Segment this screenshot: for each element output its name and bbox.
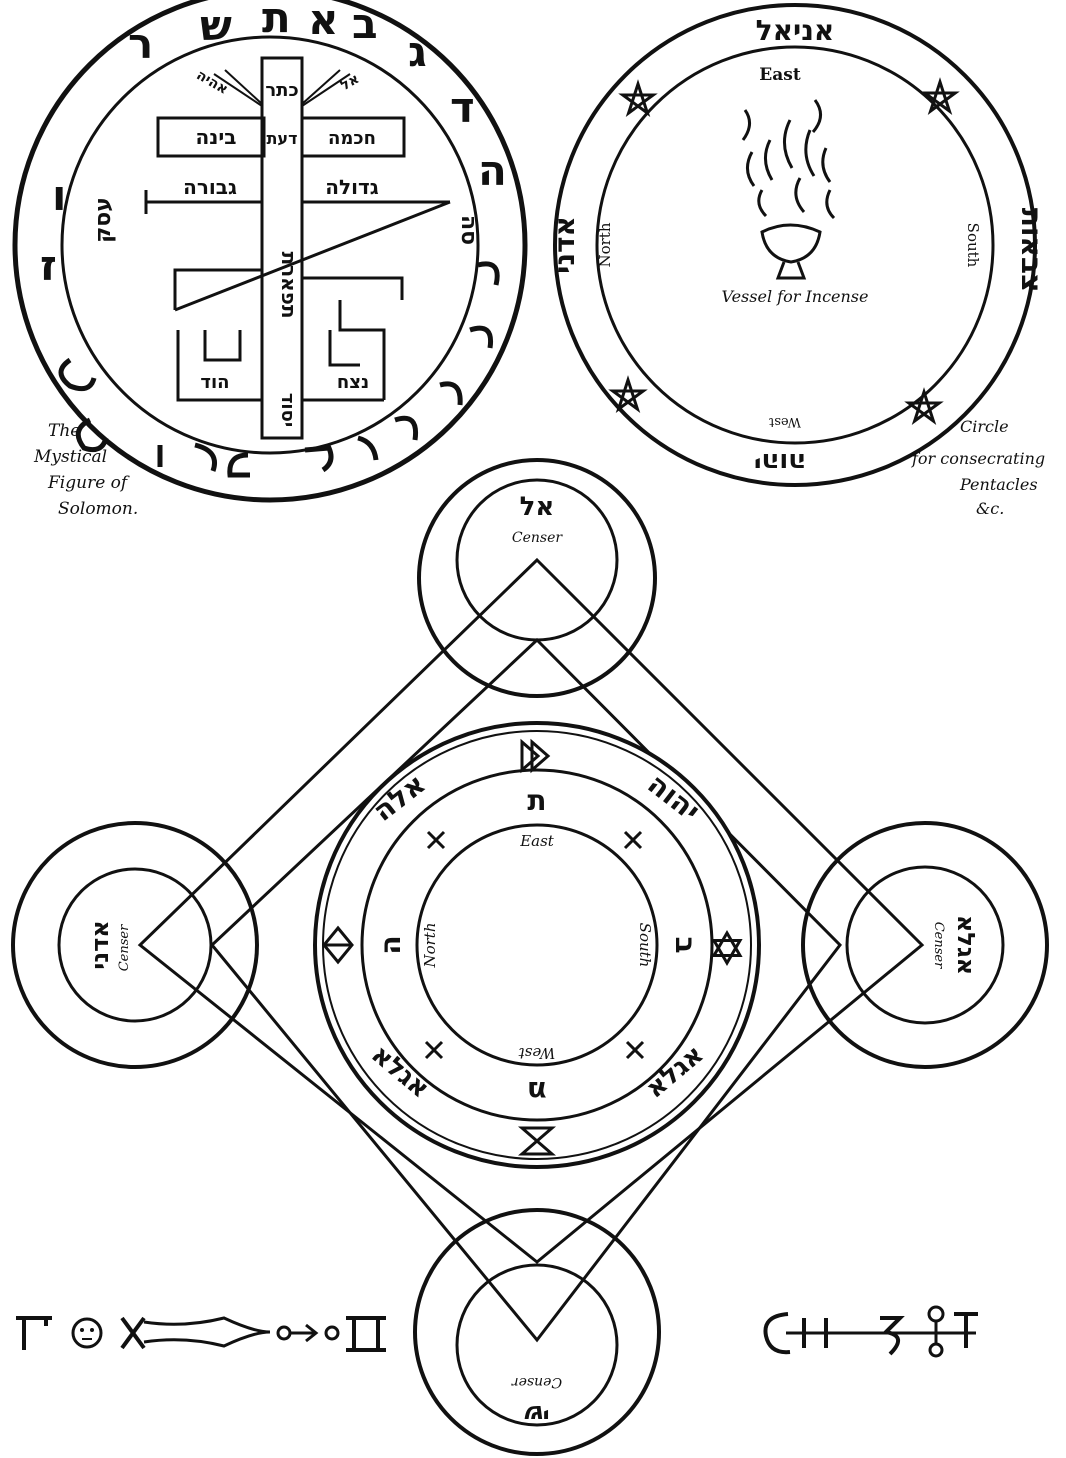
ring-letter: ת bbox=[262, 0, 291, 42]
consecrating-north: North bbox=[596, 222, 614, 267]
corner-right-label: אל bbox=[338, 71, 362, 94]
consecrating-east: East bbox=[759, 65, 801, 85]
letter-top: ת bbox=[527, 784, 546, 817]
censer-left-label: Censer bbox=[117, 924, 132, 971]
consecrating-west: West bbox=[768, 414, 801, 429]
main-circle: אלה יהוה אגלא אגלא ת ה ב מ East North So… bbox=[315, 723, 759, 1167]
left-word: עסק bbox=[91, 197, 116, 243]
ring-letter: ש bbox=[200, 1, 232, 50]
ring-letter: ב bbox=[352, 0, 378, 48]
gedulah-label: גדולה bbox=[325, 175, 378, 199]
censer-bottom-label: Censer bbox=[511, 1374, 562, 1390]
censer-bottom: Censer שי bbox=[415, 1210, 659, 1454]
consecrating-south: South bbox=[964, 223, 982, 268]
censer-top: אל Censer bbox=[419, 460, 655, 696]
censer-left: אדני Censer bbox=[13, 823, 257, 1067]
ring-letter: ר bbox=[128, 19, 153, 68]
letter-left: ה bbox=[374, 935, 407, 954]
caption-line: &c. bbox=[976, 499, 1004, 518]
bottom-divine-name: יהוה bbox=[754, 447, 806, 477]
caption-line: for consecrating bbox=[911, 449, 1045, 468]
consecrating-circle: אניאל צבאות אדני יהוה East North South W… bbox=[548, 5, 1048, 518]
censer-right-name: אגלא bbox=[952, 915, 980, 975]
pentagram-icon bbox=[925, 82, 955, 111]
netzach-label: נצח bbox=[337, 372, 369, 393]
caption-line: Figure of bbox=[47, 473, 130, 493]
binah-label: בינה bbox=[196, 125, 237, 149]
caption-line: Mystical bbox=[33, 447, 107, 467]
right-sigil bbox=[765, 1307, 978, 1356]
left-sigil bbox=[16, 1318, 386, 1350]
daath-label: דעת bbox=[267, 129, 298, 148]
consecrating-caption: Circle for consecrating Pentacles &c. bbox=[911, 417, 1045, 518]
incense-vessel-icon bbox=[743, 100, 834, 278]
pentagram-icon bbox=[909, 392, 939, 421]
censer-bottom-name: שי bbox=[524, 1400, 549, 1428]
tree-of-life bbox=[146, 58, 450, 438]
main-west: West bbox=[518, 1044, 556, 1062]
hod-label: הוד bbox=[200, 372, 229, 393]
caption-line: The bbox=[48, 421, 80, 441]
ring-letter: ז bbox=[40, 241, 57, 290]
censer-top-label: Censer bbox=[512, 530, 563, 546]
caption-line: Solomon. bbox=[58, 499, 138, 519]
main-north: North bbox=[421, 922, 439, 968]
ring-letter: ו bbox=[52, 171, 66, 220]
censer-right-label: Censer bbox=[931, 922, 946, 969]
tiphareth-label: תפארת bbox=[277, 251, 301, 318]
caption-line: Circle bbox=[960, 417, 1009, 436]
caption-line: Pentacles bbox=[959, 475, 1038, 494]
letter-right: ב bbox=[669, 936, 702, 953]
kether-label: כתר bbox=[265, 80, 298, 101]
yesod-label: יסוד bbox=[277, 393, 298, 427]
mystical-caption: The Mystical Figure of Solomon. bbox=[33, 421, 138, 519]
ring-letter: ד bbox=[450, 83, 475, 132]
mystical-outer-ring bbox=[15, 0, 525, 500]
ring-letter: ג bbox=[408, 27, 427, 76]
right-word: סה bbox=[456, 215, 481, 245]
geburah-label: גבורה bbox=[183, 175, 237, 199]
ring-letter: א bbox=[308, 0, 339, 44]
censer-left-name: אדני bbox=[86, 920, 114, 970]
main-east: East bbox=[519, 832, 555, 850]
top-divine-name: אניאל bbox=[756, 14, 835, 47]
mystical-figure: ר ש ת א ב ג ד ה ו ז bbox=[15, 0, 525, 519]
letter-bottom: מ bbox=[527, 1075, 547, 1108]
corner-left-label: אהיה bbox=[193, 67, 230, 98]
middle-pillar bbox=[262, 58, 302, 438]
vessel-label: Vessel for Incense bbox=[722, 287, 869, 306]
chokmah-label: חכמה bbox=[328, 128, 376, 149]
censer-top-name: אל bbox=[520, 492, 555, 522]
left-divine-name: אדני bbox=[548, 216, 581, 274]
diagonal-line bbox=[175, 202, 450, 310]
pentagram-icon bbox=[623, 84, 653, 113]
right-divine-name: צבאות bbox=[1015, 208, 1048, 292]
main-south: South bbox=[636, 923, 654, 968]
ring-letter: ה bbox=[478, 146, 507, 195]
